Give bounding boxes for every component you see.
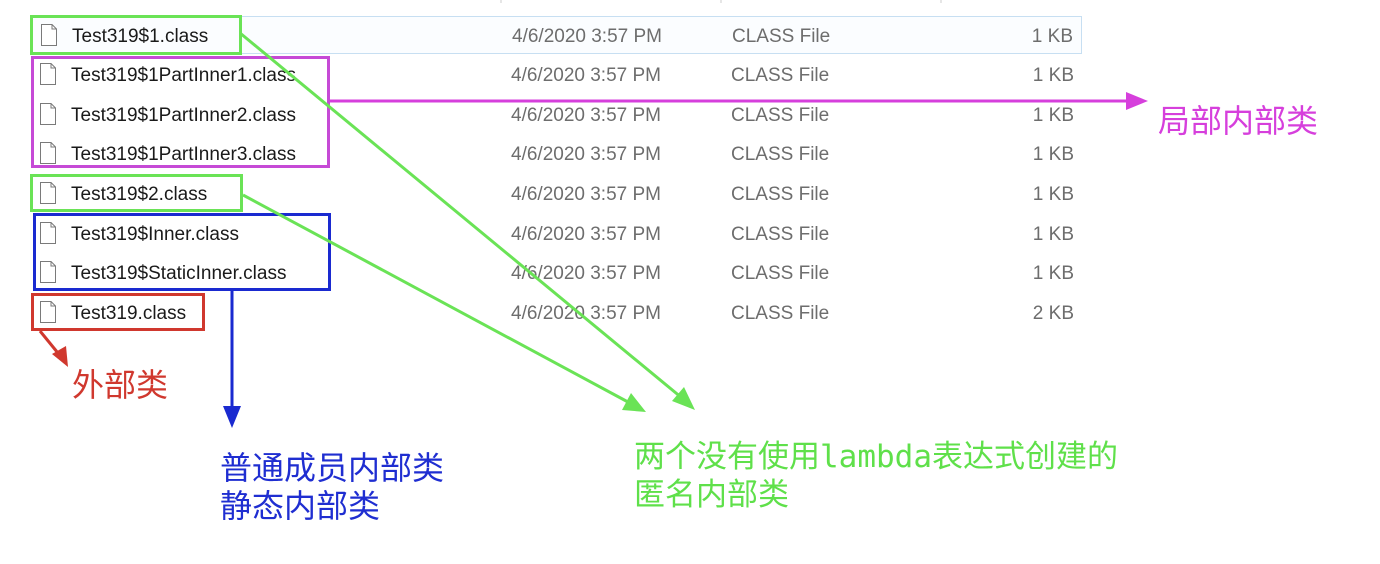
file-type: CLASS File (732, 26, 831, 47)
file-date: 4/6/2020 3:57 PM (511, 303, 661, 324)
anonymous-class-label-line1: 两个没有使用lambda表达式创建的 (634, 439, 1118, 475)
file-name: Test319$1PartInner3.class (71, 144, 296, 165)
file-type: CLASS File (731, 144, 830, 165)
member-inner-class-label: 普通成员内部类 (220, 449, 445, 487)
file-name: Test319$1PartInner1.class (71, 65, 296, 86)
member-inner-class-box (33, 213, 331, 291)
arrow-anonymous-1 (239, 31, 683, 400)
file-size: 1 KB (1032, 65, 1074, 86)
file-date: 4/6/2020 3:57 PM (511, 105, 661, 126)
file-row[interactable]: Test319$Inner.class 4/6/2020 3:57 PM CLA… (30, 215, 1082, 253)
file-size: 2 KB (1032, 303, 1074, 324)
file-icon (40, 261, 56, 283)
file-type: CLASS File (731, 303, 830, 324)
file-size: 1 KB (1032, 184, 1074, 205)
file-date: 4/6/2020 3:57 PM (511, 224, 661, 245)
file-size: 1 KB (1032, 105, 1074, 126)
file-name: Test319$2.class (71, 184, 208, 205)
file-icon (40, 103, 56, 125)
file-icon (40, 301, 56, 323)
file-row[interactable]: Test319.class 4/6/2020 3:57 PM CLASS Fil… (30, 294, 1082, 332)
arrow-head-member-static (223, 406, 241, 428)
file-row[interactable]: Test319$1PartInner1.class 4/6/2020 3:57 … (30, 56, 1082, 94)
file-icon (40, 182, 56, 204)
file-date: 4/6/2020 3:57 PM (511, 65, 661, 86)
column-header-divider (500, 0, 502, 3)
arrow-head-outer (52, 346, 68, 367)
local-inner-class-box (31, 56, 330, 168)
file-icon (40, 63, 56, 85)
outer-class-label: 外部类 (72, 366, 169, 404)
file-size: 1 KB (1032, 144, 1074, 165)
file-size: 1 KB (1031, 26, 1073, 47)
local-inner-class-label: 局部内部类 (1158, 102, 1319, 140)
column-header-divider (940, 0, 942, 3)
file-date: 4/6/2020 3:57 PM (511, 184, 661, 205)
file-size: 1 KB (1032, 263, 1074, 284)
file-row[interactable]: Test319$1PartInner2.class 4/6/2020 3:57 … (30, 96, 1082, 134)
file-type: CLASS File (731, 263, 830, 284)
file-date: 4/6/2020 3:57 PM (511, 144, 661, 165)
file-size: 1 KB (1032, 224, 1074, 245)
anonymous-class-label-line2: 匿名内部类 (634, 477, 789, 513)
arrow-head-anonymous-1 (672, 387, 695, 410)
file-icon (40, 142, 56, 164)
anonymous-class-box-2 (30, 174, 243, 212)
file-name: Test319$1.class (72, 26, 209, 47)
outer-class-box (31, 293, 205, 331)
file-row[interactable]: Test319$2.class 4/6/2020 3:57 PM CLASS F… (30, 175, 1082, 213)
static-inner-class-label: 静态内部类 (220, 487, 381, 525)
arrow-anonymous-2 (242, 193, 629, 404)
file-type: CLASS File (731, 184, 830, 205)
arrow-head-local-inner (1126, 92, 1148, 110)
file-type: CLASS File (731, 65, 830, 86)
file-name: Test319.class (71, 303, 187, 324)
file-date: 4/6/2020 3:57 PM (512, 26, 662, 47)
file-name: Test319$Inner.class (71, 224, 239, 245)
file-name: Test319$1PartInner2.class (71, 105, 296, 126)
file-type: CLASS File (731, 224, 830, 245)
file-row[interactable]: Test319$1PartInner3.class 4/6/2020 3:57 … (30, 135, 1082, 173)
arrow-head-anonymous-2 (622, 393, 646, 412)
file-row[interactable]: Test319$StaticInner.class 4/6/2020 3:57 … (30, 254, 1082, 292)
column-header-divider (720, 0, 722, 3)
file-date: 4/6/2020 3:57 PM (511, 263, 661, 284)
file-name: Test319$StaticInner.class (71, 263, 287, 284)
file-icon (41, 24, 57, 46)
file-icon (40, 222, 56, 244)
file-type: CLASS File (731, 105, 830, 126)
file-row[interactable]: Test319$1.class 4/6/2020 3:57 PM CLASS F… (30, 16, 1082, 54)
